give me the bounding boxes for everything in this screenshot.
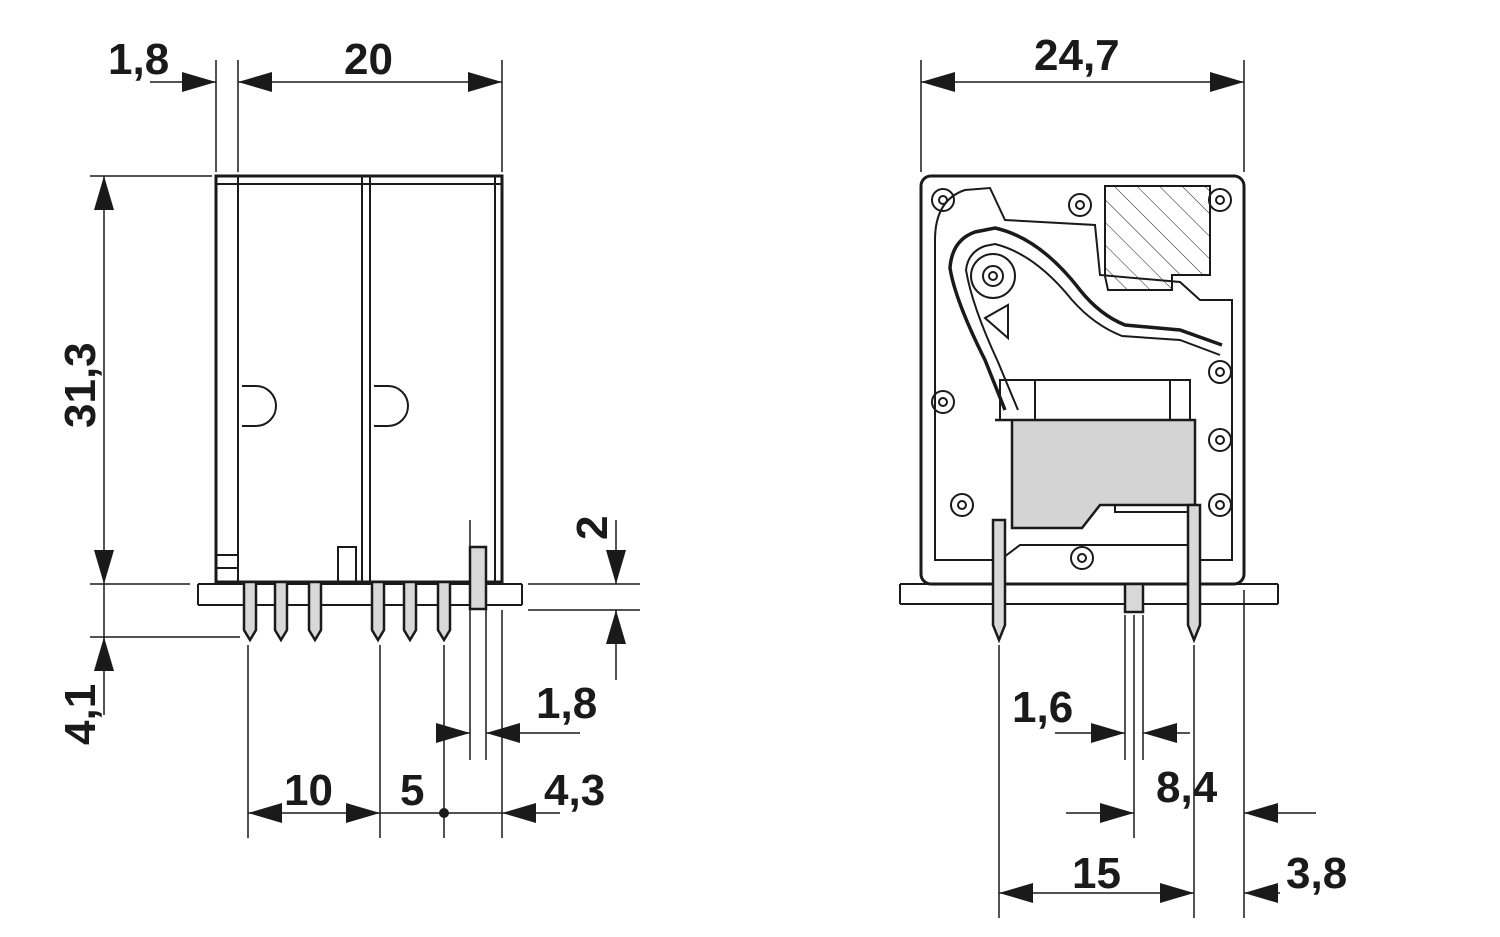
side-pins xyxy=(991,503,1202,644)
side-current-bar xyxy=(995,418,1197,530)
front-pins xyxy=(242,545,488,643)
dim-label-height: 31,3 xyxy=(56,342,105,428)
dim-label-side-end-offset: 3,8 xyxy=(1286,849,1347,898)
dim-label-side-pin-width: 1,6 xyxy=(1012,683,1073,732)
side-bar-lines xyxy=(1034,380,1190,513)
front-board xyxy=(197,583,523,606)
dim-label-pitch-5: 5 xyxy=(400,766,424,815)
dim-label-side-pin-offset: 8,4 xyxy=(1156,763,1218,812)
dim-label-pitch-10: 10 xyxy=(284,766,333,815)
front-latch-left xyxy=(242,385,277,427)
side-dim-arrows xyxy=(921,72,1278,903)
dim-label-pin-offset: 1,8 xyxy=(536,679,597,728)
dim-label-end-offset: 4,3 xyxy=(544,766,605,815)
dim-label-side-pin-spacing: 15 xyxy=(1072,849,1121,898)
side-bar-top xyxy=(999,379,1191,421)
front-view: 1,8 20 31,3 4,1 2 1,8 10 5 4,3 xyxy=(56,35,640,838)
front-latch-right xyxy=(374,385,409,427)
side-board xyxy=(899,583,1279,605)
dim-label-board-gap: 2 xyxy=(568,516,617,540)
side-extension-lines xyxy=(920,60,1245,918)
front-housing-details xyxy=(216,176,502,582)
side-pivot-center xyxy=(988,271,998,281)
side-hatched-section xyxy=(1104,185,1211,291)
front-dim-arrows xyxy=(94,72,626,823)
side-clamp-spring-inner xyxy=(964,242,1221,411)
side-pivot-wedge xyxy=(983,303,1009,341)
front-housing xyxy=(214,174,504,584)
side-pivot-inner xyxy=(982,265,1004,287)
side-pivot-outer xyxy=(970,253,1016,299)
side-mounting-holes xyxy=(931,188,1232,570)
dim-label-pin-length: 4,1 xyxy=(56,684,105,745)
dim-label-top-width: 20 xyxy=(344,35,393,84)
side-clamp-spring xyxy=(948,226,1223,411)
dim-label-top-offset: 1,8 xyxy=(108,35,169,84)
front-extension-lines xyxy=(90,60,640,838)
side-view: 24,7 1,6 8,4 15 3,8 xyxy=(899,31,1347,918)
dim-label-side-width: 24,7 xyxy=(1034,31,1120,80)
front-key-block xyxy=(337,546,357,583)
